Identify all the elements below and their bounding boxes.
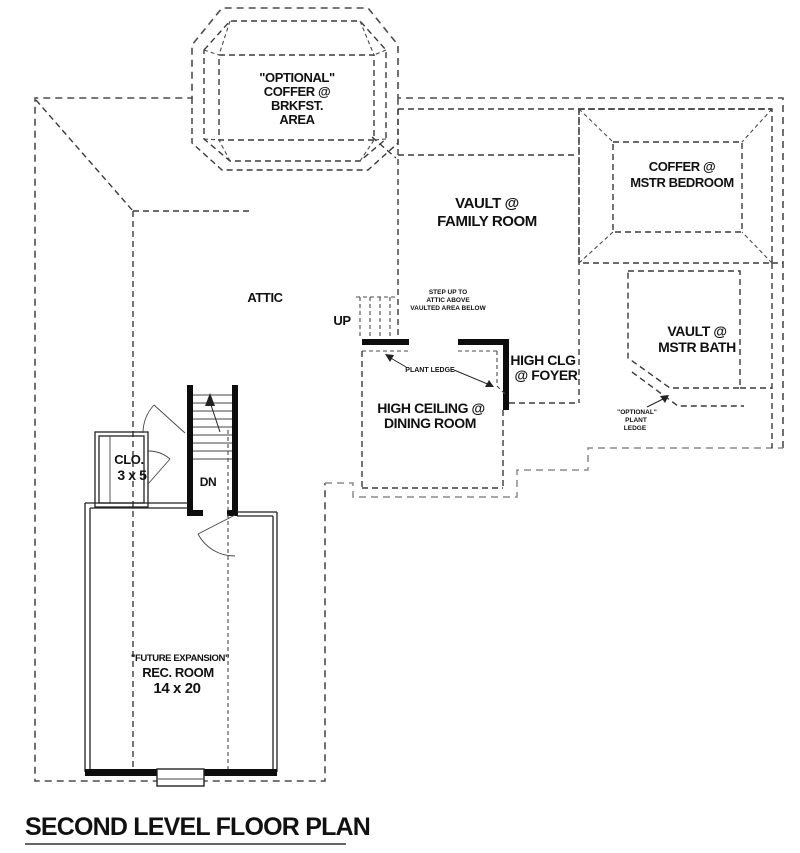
optional-plant-ledge-leader [646, 397, 666, 408]
stair-wall-west [187, 385, 193, 516]
attic-roof-lines [35, 99, 252, 770]
family-room-lines [371, 108, 772, 403]
dining-room-outline [361, 351, 504, 489]
optional-plant-ledge-note-line2: PLANT [625, 417, 647, 424]
bedroom-coffer-outer [578, 108, 773, 264]
coffer-inner-rect [218, 54, 375, 141]
up-label: UP [333, 313, 351, 328]
rec-room-west-wall [84, 502, 188, 772]
rec-room-label-line2: REC. ROOM [142, 665, 214, 680]
outer-wall-outline-lower-right [325, 447, 783, 498]
dn-label: DN [200, 475, 217, 489]
family-room-label-line1: VAULT @ [455, 195, 519, 212]
hall-door-arc [142, 404, 155, 434]
brkfst-coffer-label-line2: COFFER @ [264, 84, 331, 99]
up-stair-treads [356, 296, 398, 338]
step-up-note-line1: STEP UP TO [429, 289, 467, 296]
hall-door-leaf [153, 404, 186, 434]
coffer-corner-connectors [203, 20, 387, 162]
stair-wall-cap-east [227, 510, 238, 516]
plant-ledge-label: PLANT LEDGE [405, 367, 455, 374]
foyer-label-line1: HIGH CLG [510, 352, 576, 368]
rec-room-window [156, 768, 205, 787]
attic-area: ATTIC [35, 99, 284, 770]
breakfast-coffer: "OPTIONAL" COFFER @ BRKFST. AREA [191, 20, 399, 171]
wall-foyer-east [503, 341, 509, 410]
bedroom-wall-extensions [771, 262, 783, 448]
stair-bottom-door-leaf [197, 514, 236, 535]
dining-label-line2: DINING ROOM [384, 415, 476, 431]
brkfst-coffer-label-line1: "OPTIONAL" [259, 70, 335, 85]
closet-door-arc [147, 450, 171, 460]
step-up-note-line3: VAULTED AREA BELOW [410, 305, 486, 312]
stair-bottom-door-arc [197, 533, 236, 557]
bedroom-coffer-label-line1: COFFER @ [649, 159, 716, 174]
family-room-label-line2: FAMILY ROOM [437, 213, 537, 230]
master-bath: VAULT @ MSTR BATH "OPTIONAL" PLANT LEDGE [617, 270, 772, 432]
brkfst-coffer-label-line4: AREA [279, 112, 315, 127]
stair-arrow-head [205, 393, 215, 406]
closet-door-leaf [147, 458, 171, 485]
bedroom-coffer-label-line2: MSTR BEDROOM [630, 175, 734, 190]
coffer-inner-octagon [203, 20, 387, 162]
stair-wall-cap-west [187, 510, 203, 516]
stair-wall-east [232, 385, 238, 516]
rec-room-label-line3: 14 x 20 [153, 680, 200, 697]
bath-label-line2: MSTR BATH [658, 339, 736, 355]
attic-label: ATTIC [247, 290, 283, 305]
bath-label-line1: VAULT @ [667, 323, 726, 339]
plant-ledge-lines [362, 350, 508, 397]
bath-vault-outline [627, 270, 741, 389]
closet-label-line2: 3 x 5 [117, 467, 147, 483]
rec-room-label-line1: "FUTURE EXPANSION" [131, 653, 229, 664]
optional-plant-ledge-note-line3: LEDGE [624, 425, 647, 432]
rec-room: "FUTURE EXPANSION" REC. ROOM 14 x 20 [84, 502, 278, 787]
stair-direction-arrow [209, 401, 221, 433]
bedroom-coffer-diagonals [578, 108, 773, 264]
outer-wall-outline [34, 7, 784, 782]
closet-label-line1: CLO. [114, 452, 143, 467]
foyer-dining: HIGH CLG @ FOYER HIGH CEILING @ DINING R… [361, 339, 579, 489]
optional-plant-ledge-note-line1: "OPTIONAL" [617, 409, 657, 416]
optional-plant-ledge-arrowhead [660, 395, 669, 403]
plan-title: SECOND LEVEL FLOOR PLAN [25, 813, 370, 841]
bath-plant-ledge-outline [631, 371, 772, 407]
closet: CLO. 3 x 5 [94, 431, 149, 508]
building-outline [34, 7, 784, 782]
step-up-note-line2: ATTIC ABOVE [426, 297, 470, 304]
doors [142, 404, 236, 557]
plant-ledge-leader-right [453, 369, 491, 386]
stairs-up: UP STEP UP TO ATTIC ABOVE VAULTED AREA B… [333, 289, 487, 338]
drawing-title: SECOND LEVEL FLOOR PLAN [25, 813, 371, 845]
bedroom-coffer-inner [612, 141, 743, 233]
plant-ledge-arrowhead-left [385, 354, 394, 362]
wall-dining-north-left [362, 339, 409, 345]
family-room: VAULT @ FAMILY ROOM [371, 108, 772, 403]
wall-foyer-north [458, 339, 509, 345]
closet-outer-wall [94, 431, 149, 508]
rec-room-east-wall [237, 511, 278, 772]
stairs-down: DN [187, 385, 238, 770]
plant-ledge-arrowhead-right [485, 380, 494, 387]
master-bedroom-coffer: COFFER @ MSTR BEDROOM [578, 108, 783, 448]
dining-label-line1: HIGH CEILING @ [377, 400, 485, 416]
brkfst-coffer-label-line3: BRKFST. [271, 98, 323, 113]
foyer-label-line2: @ FOYER [515, 367, 578, 383]
